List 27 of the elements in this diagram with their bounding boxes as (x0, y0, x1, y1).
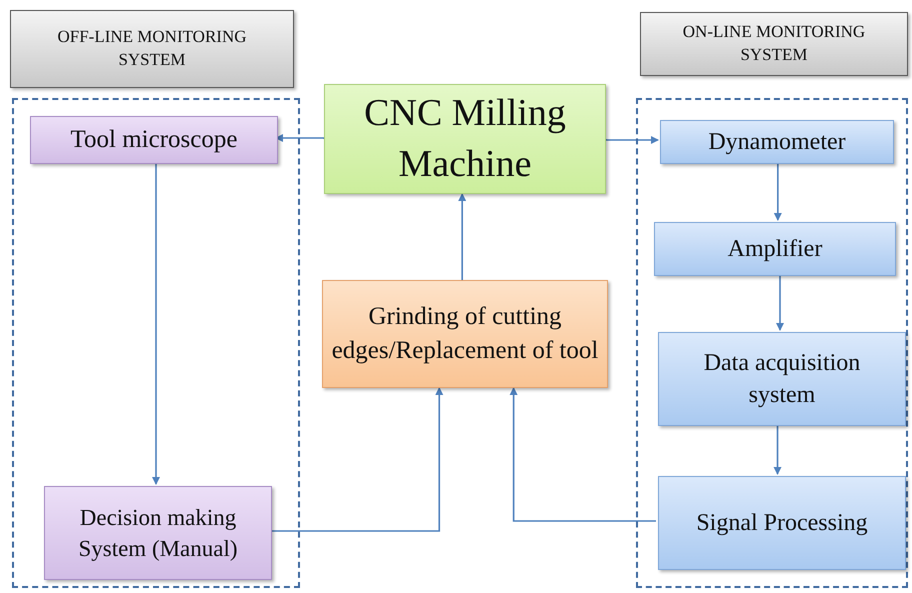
process-box (658, 476, 906, 570)
process-box (30, 116, 278, 164)
header-box (10, 10, 294, 88)
arrow (270, 387, 444, 532)
arrow (605, 136, 659, 144)
arrow (458, 193, 466, 281)
machine-box (324, 84, 606, 194)
box-label: Grinding of cutting edges/Replacement of tool (330, 302, 600, 366)
box-label: Tool microscope (70, 125, 238, 156)
box-label: ON-LINE MONITORING SYSTEM (682, 21, 866, 66)
box-label: Decision making System (Manual) (77, 504, 239, 563)
process-box (322, 280, 608, 388)
box-label: OFF-LINE MONITORING SYSTEM (56, 26, 248, 71)
box-label: CNC Milling Machine (363, 90, 567, 187)
process-box (654, 222, 896, 276)
arrow (774, 424, 782, 475)
box-label: Dynamometer (707, 128, 847, 157)
process-box (44, 486, 272, 580)
process-box (660, 120, 894, 164)
dashed-group-frame (636, 98, 908, 588)
box-label: Signal Processing (695, 508, 869, 538)
arrow (510, 387, 656, 522)
process-box (658, 332, 906, 426)
box-label: Data acquisition system (702, 348, 862, 410)
header-box (640, 12, 908, 76)
box-label: Amplifier (726, 234, 824, 264)
dashed-group-frame (12, 98, 300, 588)
